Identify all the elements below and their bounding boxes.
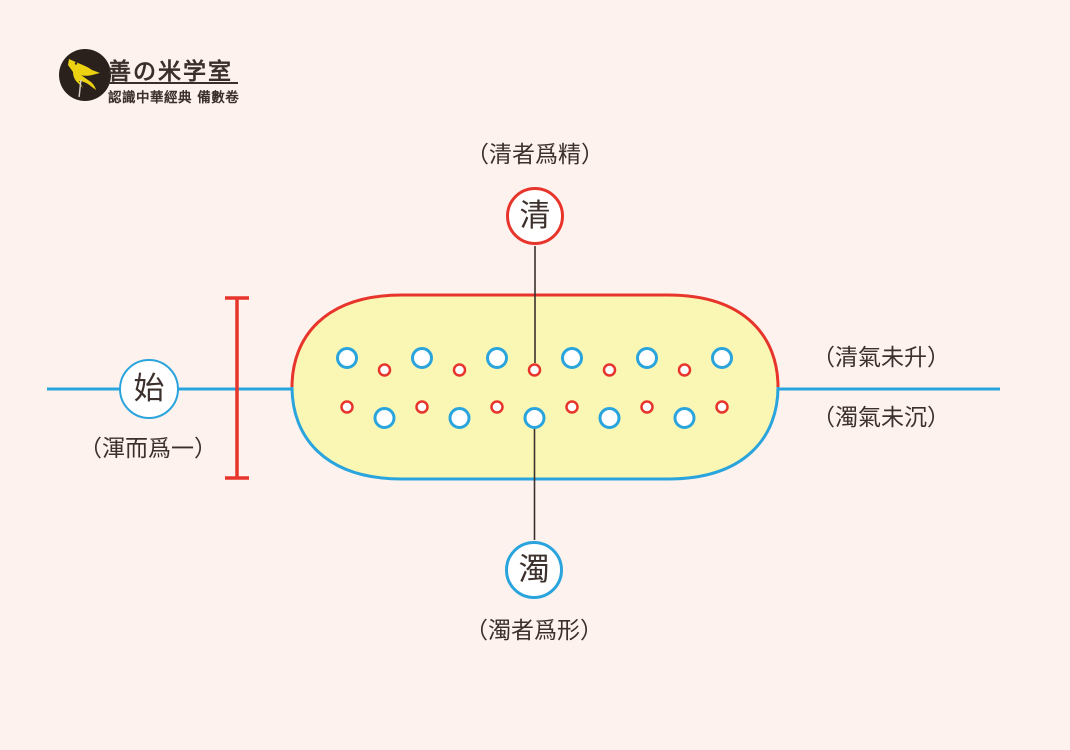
logo-rule [108, 82, 238, 84]
node-qing: 清 [506, 187, 564, 245]
red-particle [490, 400, 504, 414]
logo-title: 善の米学室 [108, 58, 233, 85]
blue-particle [448, 407, 471, 429]
label-qing-qi-wei-sheng: （清氣未升） [812, 345, 950, 371]
primordial-egg-fill [292, 295, 778, 479]
label-hun-er-wei-yi: （渾而爲一） [79, 436, 217, 462]
blue-particle [523, 407, 546, 429]
red-particle [677, 363, 692, 377]
blue-particle [411, 347, 433, 369]
label-zhuo-zhe-wei-xing: （濁者爲形） [465, 618, 603, 644]
red-particle [340, 400, 354, 414]
blue-particle [561, 347, 583, 369]
red-particle [415, 400, 429, 414]
red-particle [640, 400, 654, 414]
blue-particle [598, 407, 621, 429]
blue-particle [336, 347, 358, 369]
label-qing-zhe-wei-jing: （清者爲精） [466, 142, 604, 168]
red-particle [602, 363, 617, 377]
red-particle [377, 363, 392, 377]
label-zhuo-qi-wei-chen: （濁氣未沉） [812, 405, 950, 431]
red-particle [452, 363, 467, 377]
red-particle [565, 400, 579, 414]
height-marker [225, 296, 249, 480]
egg-particles [336, 347, 733, 429]
logo-subtitle: 認識中華經典 備數卷 [108, 90, 240, 106]
blue-particle [673, 407, 696, 429]
red-particle [527, 363, 542, 377]
blue-particle [486, 347, 508, 369]
node-zhuo: 濁 [505, 541, 563, 599]
red-particle [715, 400, 729, 414]
node-shi: 始 [119, 359, 179, 419]
blue-particle [373, 407, 396, 429]
blue-particle [711, 347, 733, 369]
bird-icon [59, 49, 111, 101]
blue-particle [636, 347, 658, 369]
